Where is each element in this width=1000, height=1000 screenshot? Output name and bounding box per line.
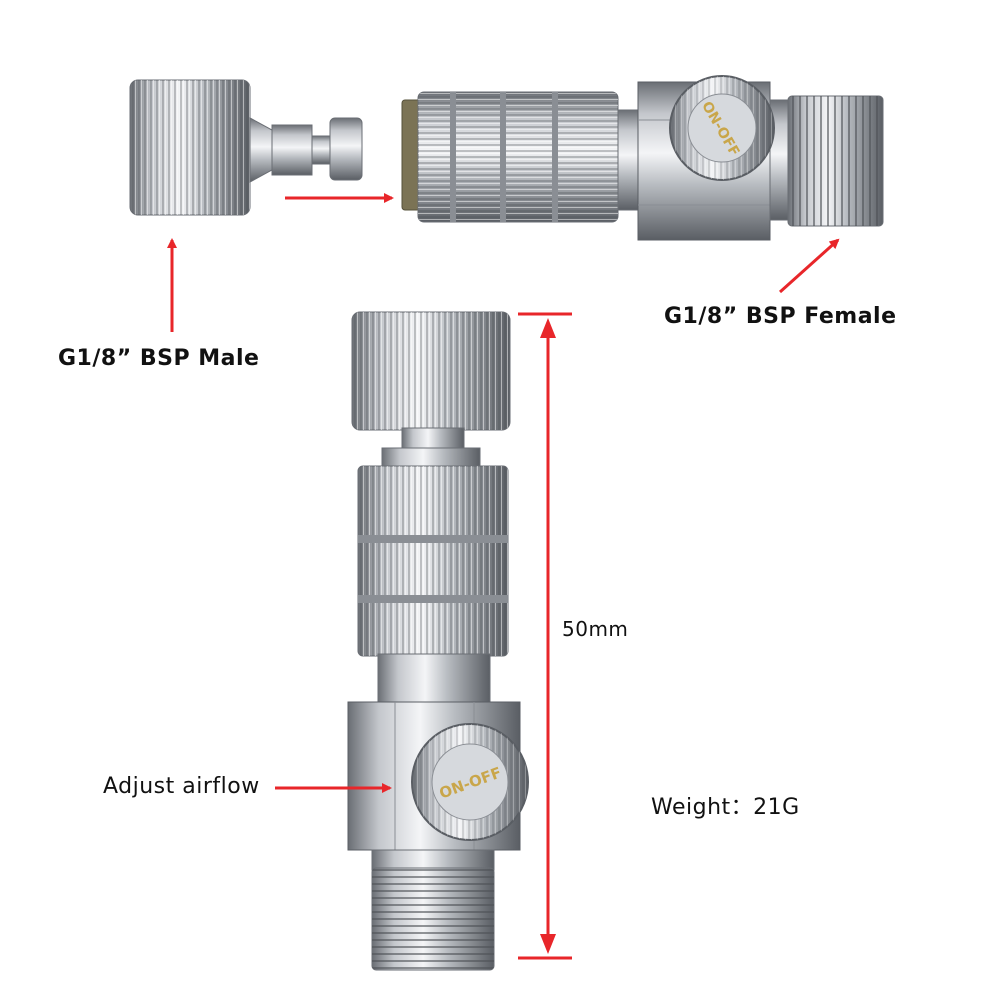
arrow-female-label <box>778 238 840 294</box>
label-length: 50mm <box>562 617 629 641</box>
assembled-valve: ON-OFF <box>347 311 529 971</box>
length-dimension <box>518 312 572 960</box>
label-adjust-airflow: Adjust airflow <box>103 774 260 799</box>
male-plug <box>129 79 363 216</box>
label-weight: Weight：21G <box>651 795 800 820</box>
label-male-thread: G1/8” BSP Male <box>58 346 260 371</box>
female-coupler: ON-OFF <box>401 75 884 241</box>
label-female-thread: G1/8” BSP Female <box>664 304 897 329</box>
